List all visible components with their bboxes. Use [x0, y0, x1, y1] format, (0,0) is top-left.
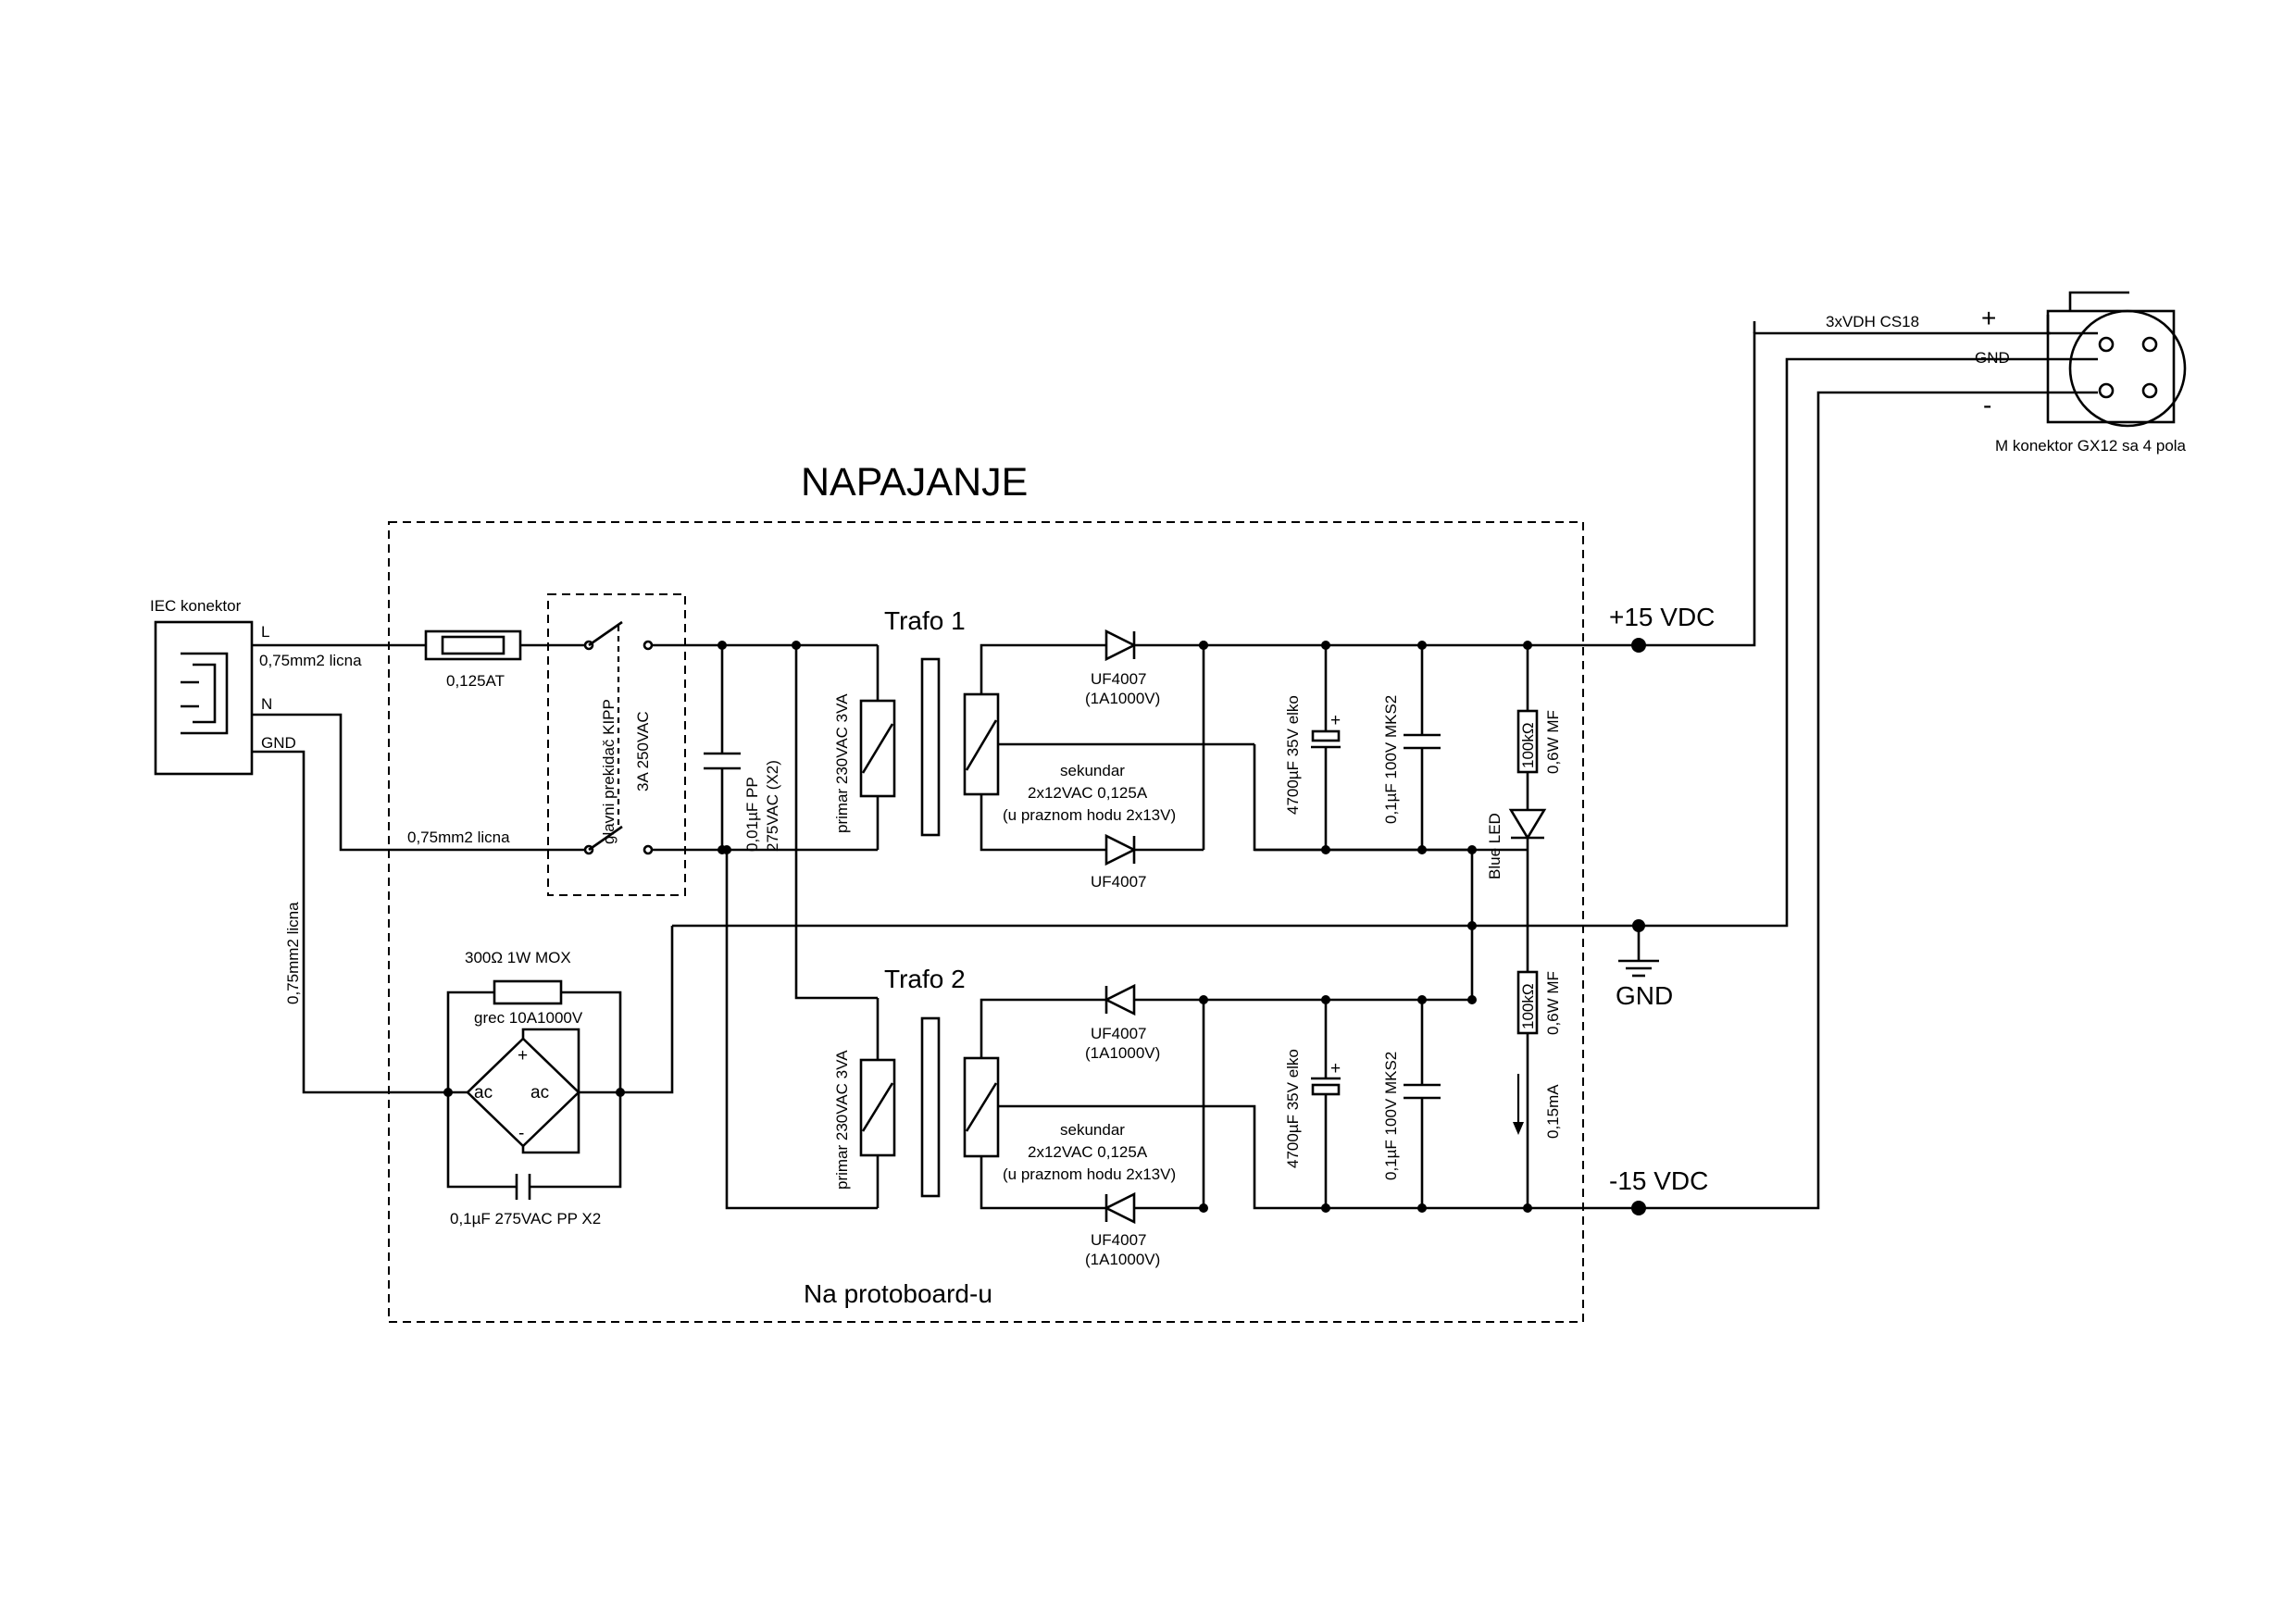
iec-pin-n: N [261, 695, 272, 713]
neg-elko-plus: + [1330, 1059, 1341, 1078]
trafo-2-diode-top-2: (1A1000V) [1085, 1044, 1160, 1062]
trafo-2-sec-2: 2x12VAC 0,125A [1028, 1143, 1148, 1161]
output-cable: 3xVDH CS18 + GND - [1639, 304, 2051, 1210]
neg-elko-label: 4700µF 35V elko [1284, 1049, 1302, 1168]
output-pos-label: +15 VDC [1609, 603, 1715, 631]
gx12-connector: M konektor GX12 sa 4 pola [1995, 291, 2187, 455]
led-branch: 100kΩ 0,6W MF Blue LED 100kΩ 0,6W MF 0,1… [1486, 641, 1562, 1213]
gl-bridge-plus: + [518, 1046, 528, 1065]
trafo-1-diode-top-2: (1A1000V) [1085, 690, 1160, 707]
gl-bridge-ac1: ac [474, 1083, 493, 1103]
led-resistor-label: 100kΩ [1519, 722, 1537, 768]
protoboard-label: Na protoboard-u [804, 1279, 992, 1308]
trafo-1-title: Trafo 1 [884, 606, 966, 635]
output-gnd-label: GND [1616, 981, 1673, 1010]
ground-rail: GND [620, 845, 1764, 1094]
trafo-2-title: Trafo 2 [884, 965, 966, 993]
bleeder-resistor-spec: 0,6W MF [1544, 971, 1562, 1035]
switch-label-1: glavni prekidač KIPP [600, 699, 618, 844]
gl-bridge-ac2: ac [530, 1083, 549, 1103]
fuse-label: 0,125AT [446, 672, 505, 690]
schematic-title: NAPAJANJE [801, 460, 1028, 505]
trafo-2-diode-bottom-1: UF4007 [1091, 1231, 1146, 1249]
switch-label-2: 3A 250VAC [634, 711, 652, 791]
trafo-2: Trafo 2 primar 230VAC 3VA sekundar 2x12V… [833, 965, 1254, 1268]
trafo-1-diode-top-1: UF4007 [1091, 670, 1146, 688]
cable-minus: - [1983, 391, 1991, 419]
neg-filter: + 4700µF 35V elko 0,1µF 100V MKS2 [1199, 995, 1639, 1213]
outputs: +15 VDC -15 VDC [1609, 603, 1715, 1215]
trafo-1-sec-1: sekundar [1060, 762, 1125, 779]
primary-rails: 0,01µF PP 275VAC (X2) [652, 641, 878, 1210]
trafo-1-sec-3: (u praznom hodu 2x13V) [1003, 806, 1176, 824]
connector-label: M konektor GX12 sa 4 pola [1995, 437, 2187, 455]
trafo-2-diode-bottom-2: (1A1000V) [1085, 1251, 1160, 1268]
trafo-1-diode-bottom: UF4007 [1091, 873, 1146, 891]
pos-filter: + 4700µF 35V elko 0,1µF 100V MKS2 [1199, 641, 1639, 854]
wire-n-label: 0,75mm2 licna [407, 829, 510, 846]
gl-cap-label: 0,1µF 275VAC PP X2 [450, 1210, 601, 1227]
led-label: Blue LED [1486, 813, 1504, 879]
gl-bridge-label: grec 10A1000V [474, 1009, 583, 1027]
trafo-2-primary: primar 230VAC 3VA [833, 1050, 851, 1190]
x-cap-label-1: 0,01µF PP [743, 777, 761, 852]
wire-gnd-label: 0,75mm2 licna [284, 902, 302, 1004]
pos-film-label: 0,1µF 100V MKS2 [1382, 695, 1400, 824]
gl-bridge-minus: - [518, 1124, 524, 1143]
led-resistor-spec: 0,6W MF [1544, 710, 1562, 774]
wire-l-label: 0,75mm2 licna [259, 652, 362, 669]
output-neg-label: -15 VDC [1609, 1166, 1708, 1195]
iec-label: IEC konektor [150, 597, 242, 615]
cable-gnd: GND [1975, 349, 2010, 367]
trafo-1-sec-2: 2x12VAC 0,125A [1028, 784, 1148, 802]
iec-pin-gnd: GND [261, 734, 296, 752]
pos-elko-label: 4700µF 35V elko [1284, 695, 1302, 815]
trafo-2-sec-1: sekundar [1060, 1121, 1125, 1139]
cable-label: 3xVDH CS18 [1826, 313, 1919, 330]
neg-film-label: 0,1µF 100V MKS2 [1382, 1052, 1400, 1180]
gl-resistor-label: 300Ω 1W MOX [465, 949, 571, 966]
trafo-1: Trafo 1 primar 230VAC 3VA sekundar 2x12V… [833, 606, 1208, 891]
protoboard-outline [388, 521, 1584, 1323]
trafo-2-sec-3: (u praznom hodu 2x13V) [1003, 1165, 1176, 1183]
main-switch: glavni prekidač KIPP 3A 250VAC [547, 593, 686, 896]
fuse: 0,125AT [424, 629, 589, 690]
ground-loop-breaker: 300Ω 1W MOX grec 10A1000V ac ac + - 0,1µ… [443, 949, 625, 1227]
trafo-1-primary: primar 230VAC 3VA [833, 693, 851, 833]
x-cap-label-2: 275VAC (X2) [764, 760, 781, 852]
cable-plus: + [1981, 304, 1996, 332]
trafo-2-diode-top-1: UF4007 [1091, 1025, 1146, 1042]
bleeder-current: 0,15mA [1544, 1084, 1562, 1139]
mains-wiring: 0,75mm2 licna 0,75mm2 licna 0,75mm2 licn… [252, 643, 589, 1094]
pos-elko-plus: + [1330, 711, 1341, 730]
bleeder-resistor-label: 100kΩ [1519, 983, 1537, 1029]
iec-connector: IEC konektor L N GND [150, 597, 296, 776]
iec-pin-l: L [261, 623, 269, 641]
